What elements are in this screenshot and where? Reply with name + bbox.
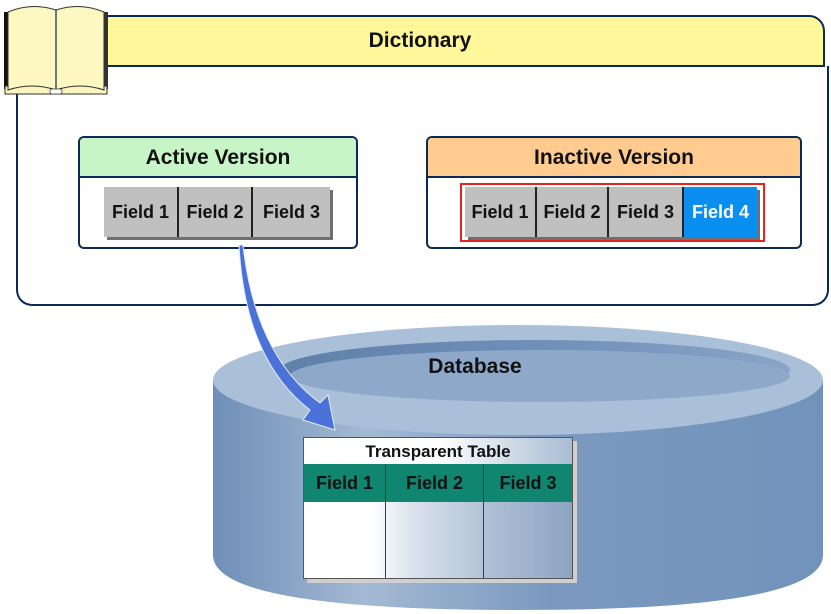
transparent-table-title: Transparent Table [304, 438, 572, 464]
table-cell [304, 502, 386, 578]
activation-arrow [238, 244, 336, 431]
database-title: Database [428, 355, 522, 378]
inactive-version-fields: Field 1 Field 2 Field 3 Field 4 [465, 187, 757, 237]
active-field-1: Field 1 [104, 187, 179, 237]
dictionary-title: Dictionary [368, 29, 472, 52]
active-version-title: Active Version [80, 138, 356, 178]
transparent-table: Transparent Table Field 1 Field 2 Field … [303, 437, 573, 579]
inactive-field-1: Field 1 [465, 187, 537, 237]
changed-structure-highlight [460, 183, 765, 242]
dictionary-header [105, 15, 825, 67]
inactive-field-2: Field 2 [537, 187, 609, 237]
table-column-field-2: Field 2 [386, 464, 484, 502]
table-cell [484, 502, 572, 578]
table-cell [386, 502, 484, 578]
table-column-field-3: Field 3 [499, 473, 557, 493]
active-version-fields: Field 1 Field 2 Field 3 [104, 187, 330, 237]
inactive-field-4-new: Field 4 [684, 187, 757, 237]
arrow-shape [238, 244, 336, 431]
active-field-3: Field 3 [253, 187, 330, 237]
active-field-2: Field 2 [179, 187, 253, 237]
table-column-field-1: Field 1 [304, 464, 386, 502]
transparent-table-body [304, 502, 572, 578]
inactive-field-3: Field 3 [609, 187, 684, 237]
inactive-version-title: Inactive Version [428, 138, 800, 178]
transparent-table-header: Field 1 Field 2 Field 3 [304, 464, 572, 502]
book-icon [4, 6, 108, 95]
